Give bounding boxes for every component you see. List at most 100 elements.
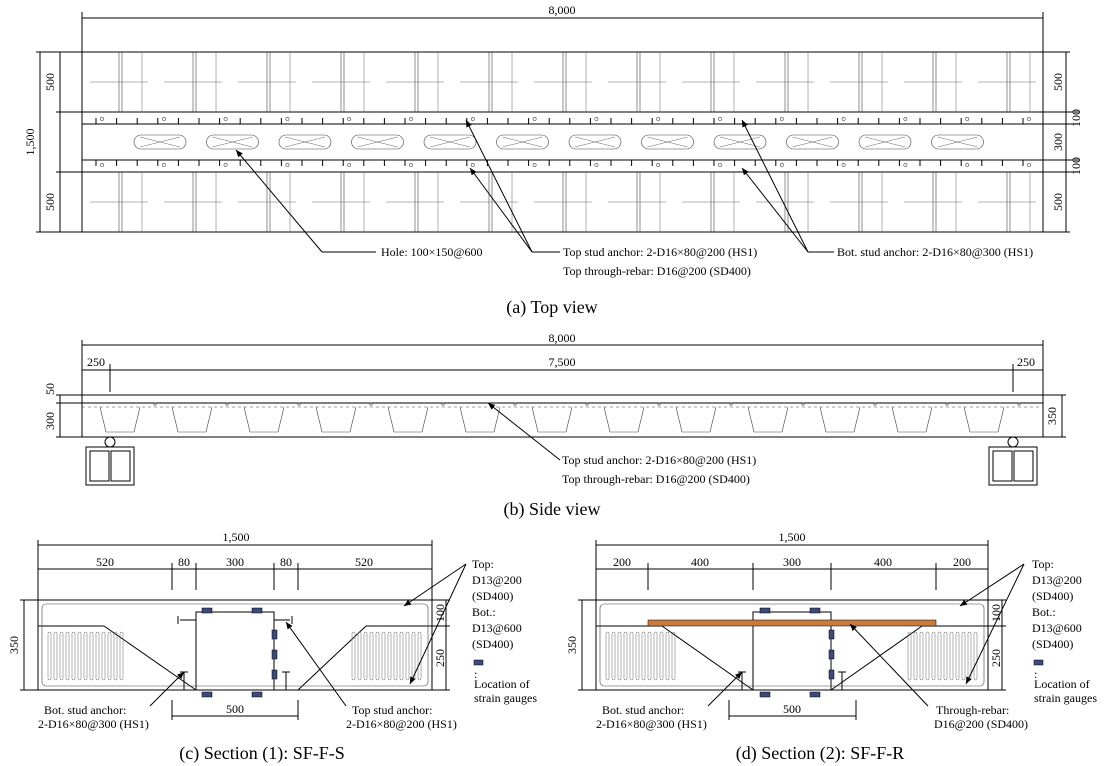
stud-head: [409, 117, 413, 121]
rib-void: [315, 406, 357, 433]
strain-gauge: [271, 649, 278, 660]
stirrup: [635, 631, 640, 681]
hole: [931, 134, 984, 150]
stirrup: [671, 631, 676, 681]
sec2-sub-dim-4: 400: [874, 555, 892, 569]
stirrup: [89, 631, 94, 681]
rebar-dot: [153, 402, 157, 406]
sec2-bottom-dim: 500: [783, 702, 801, 716]
rebar-dot: [297, 402, 301, 406]
stud-head: [100, 163, 104, 167]
caption-side-view: (b) Side view: [504, 499, 601, 520]
stud-head: [532, 117, 537, 121]
rebar-dot: [801, 402, 805, 406]
rib-void: [675, 406, 717, 433]
stirrup: [417, 631, 422, 681]
sec1-sub-dim-3: 300: [226, 555, 244, 569]
rebar-dot: [945, 402, 949, 406]
side-top-rebar-note: Top through-rebar: D16@200 (SD400): [562, 472, 750, 486]
strain-gauge: [251, 691, 263, 698]
sec1-gauge2: strain gauges: [474, 691, 537, 705]
hole-cross: [937, 136, 978, 148]
sec1-top-label: Top:: [472, 557, 494, 571]
stud-head: [1027, 117, 1031, 121]
stirrup: [65, 631, 70, 681]
stud-head: [656, 117, 661, 121]
stirrup: [411, 631, 416, 681]
hole: [858, 134, 912, 150]
sec2-bot-value2: (SD400): [1032, 637, 1073, 651]
hole-cross: [429, 136, 471, 148]
hole-cross: [357, 136, 398, 148]
stud-head: [594, 163, 599, 167]
stud-head: [656, 163, 661, 167]
stud-head: [161, 117, 166, 121]
top-right-dim-1: 500: [1051, 73, 1065, 91]
stud-head: [409, 163, 413, 167]
rebar-dot: [369, 402, 373, 406]
deck-panels-top: [90, 52, 1036, 112]
sec2-sub-dim-3: 300: [783, 555, 801, 569]
stud-head: [718, 117, 722, 121]
stirrup: [925, 631, 930, 681]
stud-head: [779, 163, 784, 167]
rebar-dot: [585, 402, 589, 406]
hole-cross: [574, 136, 616, 148]
side-left-dim-2: 300: [43, 412, 57, 430]
side-right-dim: 350: [1045, 407, 1059, 425]
stud-head: [223, 163, 228, 167]
stirrup: [611, 631, 616, 681]
stud-head: [965, 117, 970, 121]
side-width-dim: 8,000: [549, 331, 576, 345]
stirrup: [387, 631, 392, 681]
stirrup: [101, 631, 106, 681]
stud-head: [347, 163, 352, 167]
stud-head: [470, 163, 475, 167]
sec2-bot-value1: D13@600: [1032, 621, 1082, 635]
stirrup: [119, 631, 124, 681]
sec1-bottom-dim: 500: [226, 702, 244, 716]
sec1-sub-dim-5: 520: [355, 555, 373, 569]
stud-head: [223, 117, 228, 121]
sec1-width-dim: 1,500: [223, 530, 250, 544]
stirrup: [59, 631, 64, 681]
sec2-bot-stud2: 2-D16×80@300 (HS1): [596, 717, 707, 731]
hole-cross: [502, 136, 543, 148]
stud-head: [347, 117, 352, 121]
strain-gauge: [271, 669, 278, 680]
stirrup: [641, 631, 646, 681]
side-span-dim: 7,500: [549, 355, 576, 369]
hole: [496, 134, 549, 150]
top-right-dim-5: 500: [1051, 193, 1065, 211]
top-view: 8,000 500 1,500 500 500 100: [23, 3, 1083, 318]
stud-head: [285, 117, 290, 121]
stirrup: [83, 631, 88, 681]
rebar-dot: [513, 402, 517, 406]
sec2-top-label: Top:: [1032, 557, 1054, 571]
caption-top-view: (a) Top view: [506, 297, 597, 318]
sec1-stirrups: [47, 631, 422, 681]
sec1-right-dim-2: 250: [433, 649, 447, 667]
stud-head: [965, 163, 970, 167]
top-left-dim-1: 500: [43, 73, 57, 91]
stirrup: [95, 631, 100, 681]
stud-head: [903, 117, 908, 121]
sec2-gauge2: strain gauges: [1034, 691, 1097, 705]
sec1-top-stud2: 2-D16×80@200 (HS1): [346, 717, 457, 731]
rib-void: [603, 406, 645, 433]
stirrup: [605, 631, 610, 681]
sec1-sub-dim-2: 80: [178, 555, 190, 569]
stud-head: [161, 163, 166, 167]
stirrup: [623, 631, 628, 681]
hole: [278, 134, 332, 150]
hole-cross: [647, 136, 688, 148]
caption-section-2: (d) Section (2): SF-F-R: [736, 743, 905, 764]
top-width-dim: 8,000: [549, 3, 576, 17]
rib-void: [243, 406, 285, 433]
through-rebar-plate: [647, 619, 937, 627]
sec1-top-value1: D13@200: [472, 573, 522, 587]
stud-head: [903, 163, 908, 167]
sec2-gauge1: Location of: [1034, 677, 1090, 691]
stirrup: [357, 631, 362, 681]
sec1-sub-dim-1: 520: [96, 555, 114, 569]
